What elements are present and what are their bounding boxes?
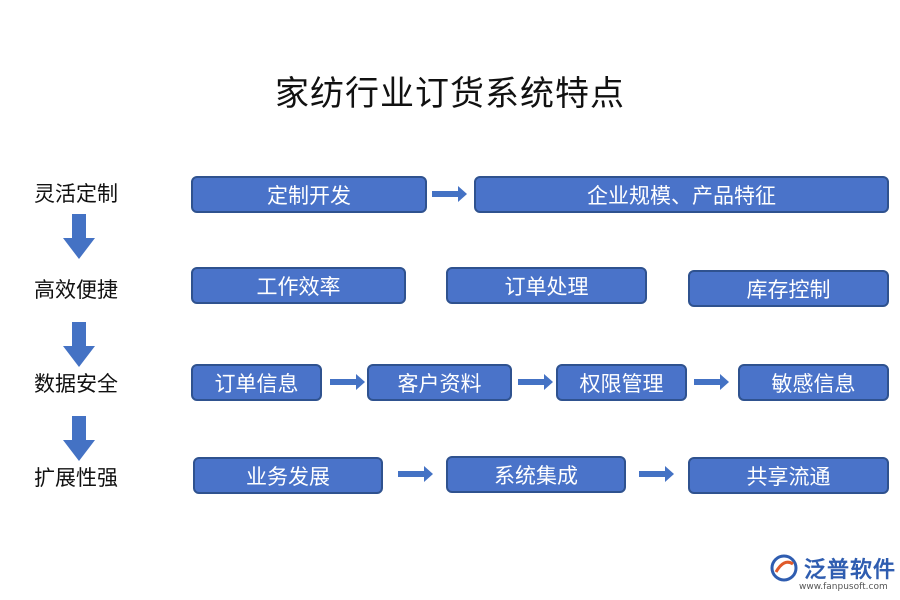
row-label-extensibility: 扩展性强 — [34, 466, 118, 490]
box-order-processing: 订单处理 — [446, 267, 647, 304]
box-enterprise-scale-product-features: 企业规模、产品特征 — [474, 176, 889, 213]
box-business-development: 业务发展 — [193, 457, 383, 494]
right-arrow-icon — [694, 374, 729, 390]
right-arrow-icon — [398, 466, 433, 482]
row-label-data-security: 数据安全 — [34, 372, 118, 396]
box-inventory-control: 库存控制 — [688, 270, 889, 307]
down-arrow-icon — [63, 214, 95, 259]
right-arrow-icon — [432, 186, 467, 202]
box-permission-management: 权限管理 — [556, 364, 687, 401]
box-work-efficiency: 工作效率 — [191, 267, 406, 304]
box-order-information: 订单信息 — [191, 364, 322, 401]
box-sensitive-information: 敏感信息 — [738, 364, 889, 401]
right-arrow-icon — [330, 374, 365, 390]
box-custom-development: 定制开发 — [191, 176, 427, 213]
brand-logo: 泛普软件 — [770, 550, 896, 586]
box-customer-data: 客户资料 — [367, 364, 512, 401]
logo-name: 泛普软件 — [804, 558, 897, 583]
row-label-flexible-customization: 灵活定制 — [34, 182, 118, 206]
box-system-integration: 系统集成 — [446, 456, 626, 493]
logo-icon — [770, 554, 798, 582]
row-label-efficient-convenient: 高效便捷 — [34, 278, 118, 302]
down-arrow-icon — [63, 322, 95, 367]
right-arrow-icon — [639, 466, 674, 482]
down-arrow-icon — [63, 416, 95, 461]
box-sharing-circulation: 共享流通 — [688, 457, 889, 494]
right-arrow-icon — [518, 374, 553, 390]
logo-url: www.fanpusoft.com — [799, 582, 888, 592]
page-title: 家纺行业订货系统特点 — [275, 74, 625, 114]
